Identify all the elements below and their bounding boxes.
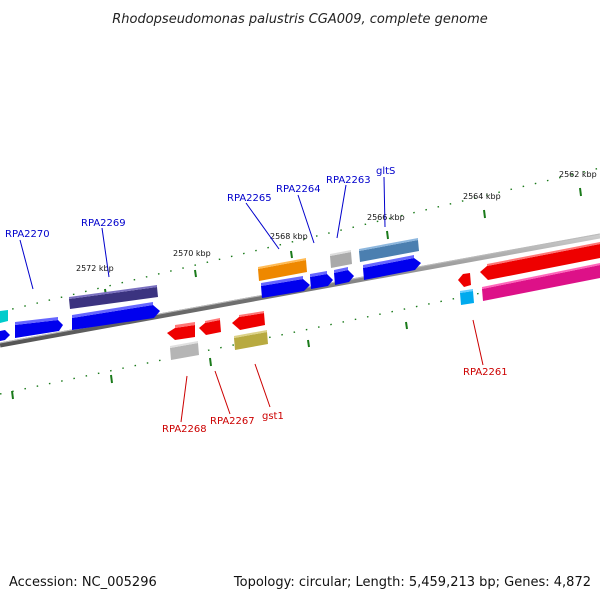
gene-label-rpa2263[interactable]: RPA2263: [326, 175, 371, 186]
gene-label-rpa2268[interactable]: RPA2268: [162, 424, 207, 435]
scale-label-2568: 2568 kbp: [270, 232, 308, 241]
gene-label-rpa2269[interactable]: RPA2269: [81, 218, 126, 229]
scale-label-2570: 2570 kbp: [173, 249, 211, 258]
scale-label-2566: 2566 kbp: [367, 213, 405, 222]
gene-label-gltS[interactable]: gltS: [376, 166, 395, 177]
gene-olive-block[interactable]: [234, 330, 268, 350]
gene-rpa2269-arrow[interactable]: [72, 302, 160, 330]
callout-lines-top: [19, 176, 386, 290]
gene-label-gst1[interactable]: gst1: [262, 411, 284, 422]
gene-gltS-block[interactable]: [359, 238, 419, 262]
gene-label-rpa2267[interactable]: RPA2267: [210, 416, 255, 427]
map-title: Rhodopseudomonas palustris CGA009, compl…: [112, 12, 488, 27]
gene-gltS-arrow[interactable]: [363, 255, 421, 280]
gene-label-rpa2270[interactable]: RPA2270: [5, 229, 50, 240]
gene-small-red-arrow[interactable]: [458, 273, 471, 287]
scale-label-2572: 2572 kbp: [76, 264, 114, 273]
gene-rpa2267-arrow[interactable]: [199, 318, 221, 335]
gene-magenta-block[interactable]: [482, 263, 600, 301]
gene-rpa2270-arrow[interactable]: [15, 317, 63, 338]
gene-rpa2268-arrow[interactable]: [167, 322, 195, 340]
gene-grey-block-bottom[interactable]: [170, 341, 199, 360]
gene-label-rpa2265[interactable]: RPA2265: [227, 193, 272, 204]
gene-gst1-arrow[interactable]: [232, 311, 265, 330]
scale-label-2562: 2562 kbp: [559, 170, 597, 179]
gene-blue-arrow-edge[interactable]: [0, 330, 10, 341]
topology-text: Topology: circular; Length: 5,459,213 bp…: [233, 575, 591, 590]
accession-text: Accession: NC_005296: [9, 575, 157, 590]
gene-label-rpa2264[interactable]: RPA2264: [276, 184, 321, 195]
gene-label-rpa2261[interactable]: RPA2261: [463, 367, 508, 378]
gene-rpa2265-arrow[interactable]: [261, 276, 310, 298]
gene-dark-purple-block[interactable]: [69, 285, 158, 309]
gene-grey-block-top[interactable]: [330, 250, 352, 268]
gene-rpa2261-arrow[interactable]: [480, 242, 600, 280]
gene-rpa2264-arrow[interactable]: [310, 271, 333, 289]
gene-orange-block[interactable]: [258, 258, 307, 281]
scale-label-2564: 2564 kbp: [463, 192, 501, 201]
gene-rpa2263-arrow[interactable]: [334, 267, 354, 285]
callout-lines-bottom: [180, 319, 484, 423]
gene-cyan-block-left[interactable]: [0, 310, 8, 323]
gene-cyan-block-right[interactable]: [460, 289, 474, 305]
